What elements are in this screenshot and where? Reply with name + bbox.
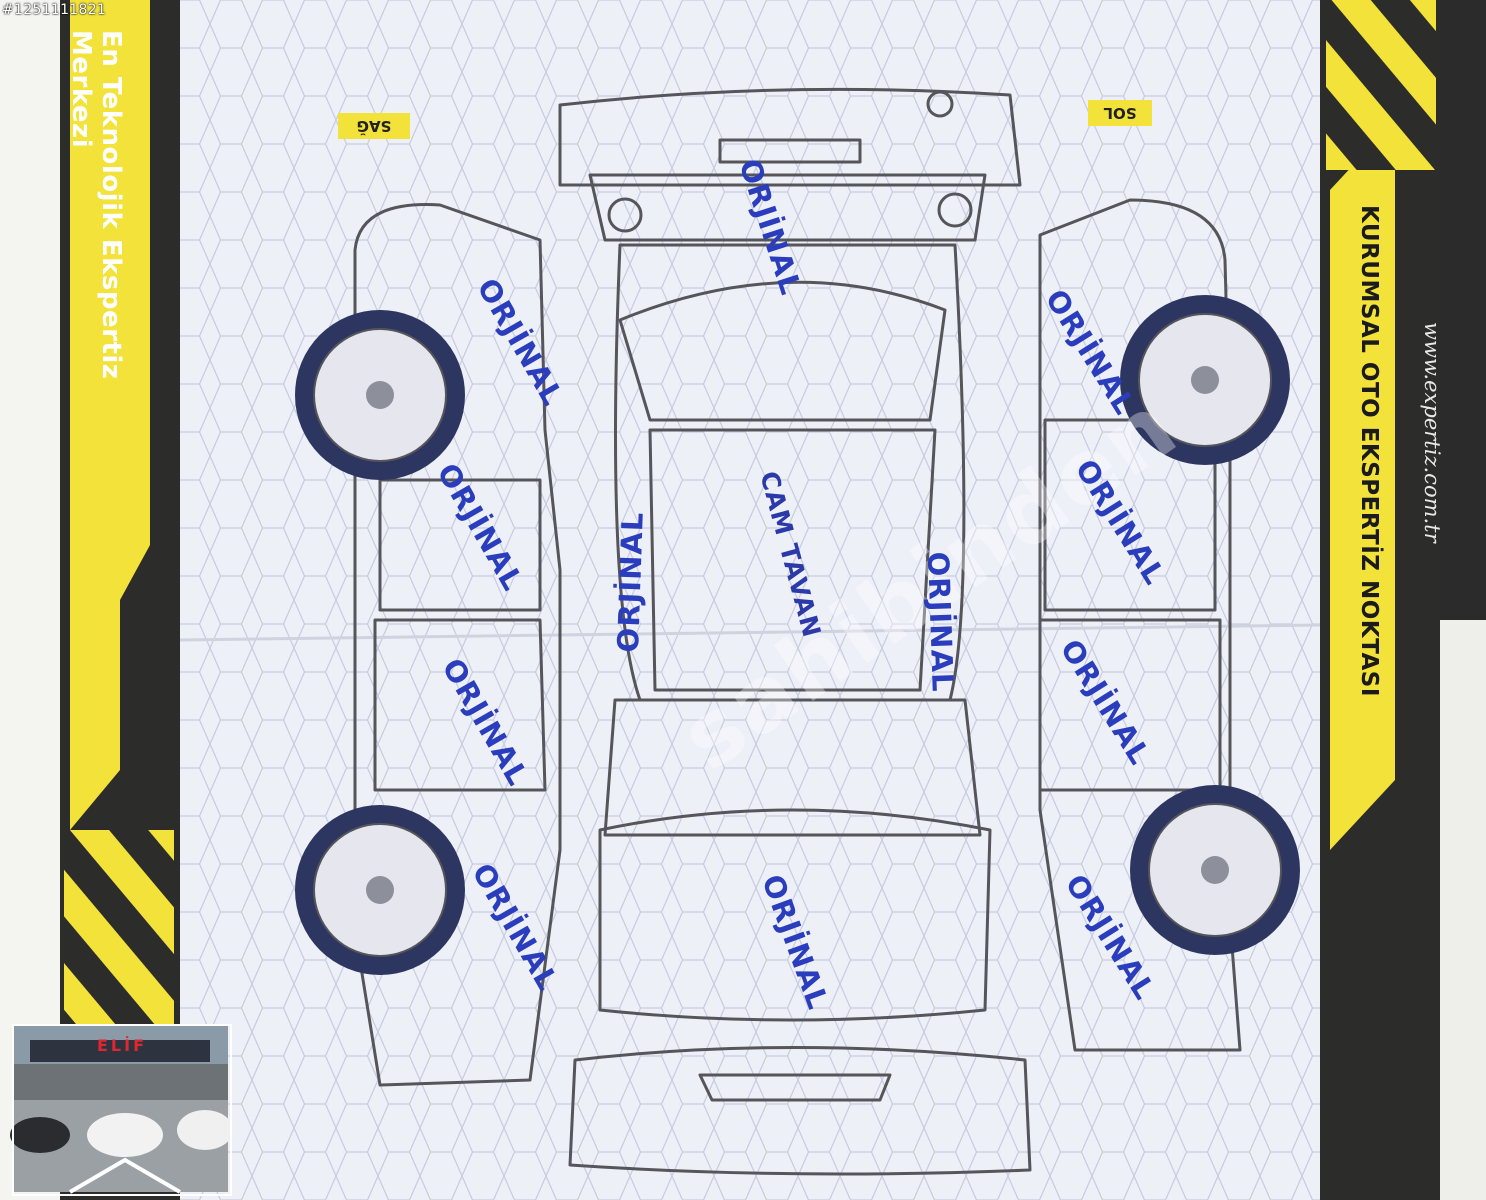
windshield-outline xyxy=(603,698,982,837)
dealer-photo: ELİF xyxy=(12,1024,232,1196)
dealer-car-white xyxy=(87,1113,163,1157)
rear-window xyxy=(618,280,947,422)
side-tag-left: SOL xyxy=(1088,100,1152,126)
stamp-left-roof-rail: ORJİNAL xyxy=(920,551,960,693)
left-side-body-outline xyxy=(1038,198,1242,1052)
right-front-door xyxy=(378,478,542,612)
wheel-right-rear xyxy=(295,310,465,480)
right-rear-door xyxy=(373,618,547,792)
hood-outline xyxy=(598,808,992,1022)
wheel-left-front xyxy=(1130,785,1300,955)
trunk-outline xyxy=(588,173,987,242)
stamp-right-roof-rail: ORJİNAL xyxy=(610,511,650,653)
listing-id: #1251111821 xyxy=(2,2,107,18)
slogan-vertical: En Teknolojik Ekspertiz Merkezi xyxy=(66,30,126,380)
wheels xyxy=(295,295,1300,975)
website-vertical: www.expertiz.com.tr xyxy=(1420,322,1444,543)
left-stripes xyxy=(64,830,174,1030)
left-yellow-band xyxy=(70,0,150,830)
brand-line-vertical: KURUMSAL OTO EKSPERTİZ NOKTASI xyxy=(1356,205,1382,697)
dealer-sign: ELİF xyxy=(96,1036,147,1055)
fold-line xyxy=(179,623,1321,642)
rear-bumper-outline xyxy=(558,87,1022,187)
side-tag-right: SAĞ xyxy=(338,113,410,139)
rear-plate-area xyxy=(718,138,862,164)
wheel-left-rear xyxy=(1120,295,1290,465)
roof-outline xyxy=(648,428,937,692)
right-side-body-outline xyxy=(353,203,562,1087)
right-yellow-band xyxy=(1330,120,1395,850)
wheel-right-front xyxy=(295,805,465,975)
rear-emblem xyxy=(926,90,954,118)
right-stripes xyxy=(1326,0,1436,170)
left-margin xyxy=(0,0,60,1200)
front-bumper-outline xyxy=(568,1046,1032,1176)
right-shadow xyxy=(1440,0,1486,620)
